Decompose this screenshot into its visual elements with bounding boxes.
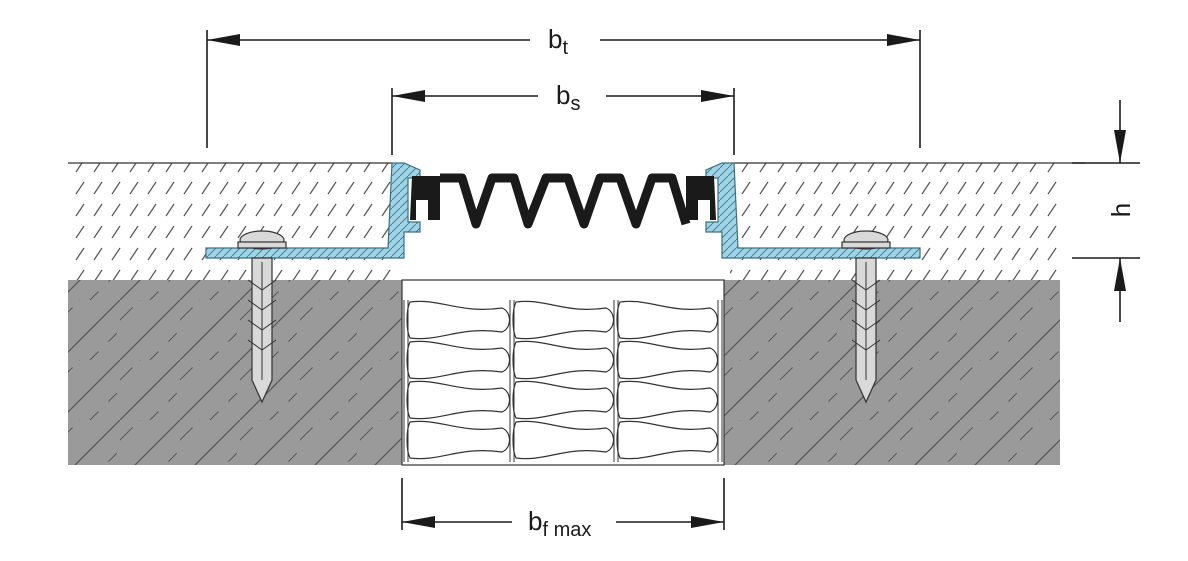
filler-loop [512, 300, 615, 340]
filler-loop [406, 300, 511, 340]
filler-loop [512, 380, 615, 420]
joint-filler [401, 279, 725, 466]
label-bs: bs [556, 80, 580, 115]
left-profile [205, 162, 421, 259]
left-screed [68, 163, 398, 280]
label-h: h [1106, 203, 1136, 217]
filler-loop [406, 340, 511, 380]
dimension-h: h [1072, 100, 1140, 322]
right-screed [730, 163, 1060, 280]
filler-loop [616, 340, 719, 380]
filler-loop [616, 380, 719, 420]
filler-loop [406, 380, 511, 420]
filler-loop [512, 420, 615, 460]
right-concrete-hatch [724, 280, 1060, 465]
label-bt: bt [548, 24, 568, 59]
filler-loop [616, 420, 719, 460]
filler-loop [616, 300, 719, 340]
right-slab [724, 162, 1085, 465]
bellows-seal [410, 173, 716, 229]
label-bfmax: bf max [528, 506, 591, 541]
dimension-bfmax: bf max [401, 478, 725, 541]
filler-loop [512, 340, 615, 380]
right-anchor [841, 230, 891, 404]
left-concrete-hatch [68, 280, 402, 465]
right-profile [705, 162, 921, 259]
left-slab [68, 162, 402, 465]
dimension-bt: bt [206, 24, 921, 148]
filler-loop [406, 420, 511, 460]
left-anchor [237, 230, 287, 404]
dimension-bs: bs [391, 80, 735, 155]
